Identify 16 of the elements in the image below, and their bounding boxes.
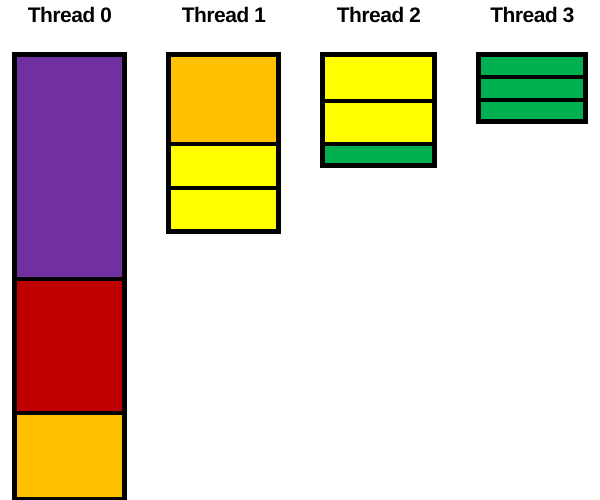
work-block [171, 57, 276, 142]
work-block [325, 57, 432, 99]
work-block [171, 146, 276, 186]
column-heading: Thread 1 [180, 4, 266, 28]
column-heading: Thread 0 [26, 4, 112, 28]
work-block [17, 280, 122, 411]
work-block [325, 146, 432, 163]
column-heading: Thread 2 [336, 4, 422, 28]
work-block [481, 102, 583, 120]
work-block [481, 57, 583, 76]
work-block [17, 57, 122, 277]
work-block [171, 190, 276, 229]
work-block [481, 79, 583, 98]
work-block [325, 102, 432, 142]
work-block [17, 414, 122, 497]
column-heading: Thread 3 [489, 4, 575, 28]
